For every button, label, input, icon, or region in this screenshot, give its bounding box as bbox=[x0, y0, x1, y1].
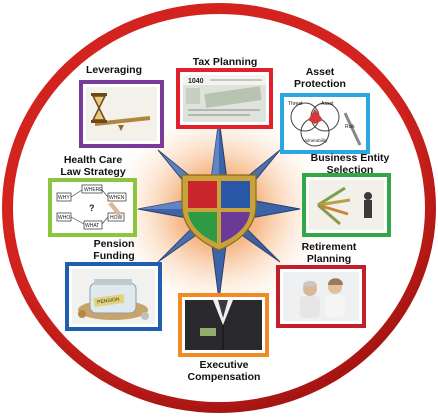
label-executive-compensation-line-1: Executive bbox=[199, 359, 249, 371]
suit-money-icon bbox=[185, 300, 262, 350]
node-leveraging[interactable] bbox=[79, 80, 164, 148]
retired-couple-icon bbox=[283, 272, 359, 321]
venn-label-risk: Risk bbox=[345, 124, 355, 130]
label-tax-planning: Tax Planning bbox=[183, 56, 267, 68]
label-asset-protection-line-2: Protection bbox=[294, 78, 346, 90]
label-business-entity-selection-line-1: Business Entity bbox=[310, 152, 390, 164]
node-tax-planning[interactable]: 1040 bbox=[176, 68, 273, 129]
shield-quadrant-blue bbox=[221, 181, 250, 208]
flow-label-what: WHAT bbox=[85, 223, 99, 229]
label-asset-protection: Asset Protection bbox=[284, 66, 356, 90]
label-executive-compensation: Executive Compensation bbox=[178, 359, 270, 383]
flowchart-icon: WHY WHERE WHEN WHO WHAT HOW ? bbox=[56, 184, 127, 230]
label-leveraging: Leveraging bbox=[74, 64, 154, 76]
label-tax-planning-line-1: Tax Planning bbox=[192, 56, 258, 68]
shield-icon bbox=[181, 174, 257, 251]
arrows-direction-icon bbox=[309, 180, 384, 230]
flow-label-why: WHY bbox=[58, 195, 70, 201]
flow-label-who: WHO bbox=[58, 215, 70, 221]
flow-label-where: WHERE bbox=[84, 187, 103, 193]
venn-label-asset: Asset bbox=[321, 101, 334, 107]
label-retirement-planning-line-2: Planning bbox=[306, 253, 352, 265]
label-health-care-law-strategy: Health Care Law Strategy bbox=[48, 154, 138, 178]
label-executive-compensation-line-2: Compensation bbox=[187, 371, 261, 383]
label-business-entity-selection-line-2: Selection bbox=[326, 164, 374, 176]
node-executive-compensation[interactable] bbox=[178, 293, 269, 357]
node-pension-funding[interactable]: PENSION bbox=[65, 262, 162, 331]
node-retirement-planning[interactable] bbox=[276, 265, 366, 328]
label-retirement-planning-line-1: Retirement bbox=[301, 241, 357, 253]
label-leveraging-line-1: Leveraging bbox=[85, 64, 143, 76]
label-pension-funding-line-1: Pension bbox=[93, 238, 135, 250]
frame-health-care-law-strategy bbox=[48, 178, 137, 237]
svg-text:1040: 1040 bbox=[188, 78, 204, 85]
label-business-entity-selection: Business Entity Selection bbox=[300, 152, 400, 176]
label-retirement-planning: Retirement Planning bbox=[290, 241, 368, 265]
shield-quadrant-purple bbox=[221, 212, 250, 243]
money-jar-icon: PENSION bbox=[72, 269, 155, 324]
label-pension-funding-line-2: Funding bbox=[93, 250, 135, 262]
node-business-entity-selection[interactable] bbox=[302, 173, 391, 237]
label-health-care-law-strategy-line-1: Health Care bbox=[63, 154, 123, 166]
node-health-care-law-strategy[interactable]: WHY WHERE WHEN WHO WHAT HOW ? bbox=[48, 178, 137, 237]
label-asset-protection-line-1: Asset bbox=[305, 66, 335, 78]
flow-label-when: WHEN bbox=[109, 195, 125, 201]
flow-label-question: ? bbox=[89, 203, 95, 213]
venn-label-threat: Threat bbox=[288, 101, 303, 107]
label-health-care-law-strategy-line-2: Law Strategy bbox=[60, 166, 126, 178]
tax-document-icon: 1040 bbox=[183, 75, 266, 122]
hourglass-lever-icon bbox=[86, 87, 157, 141]
shield-quadrant-green bbox=[188, 212, 217, 243]
flow-label-how: HOW bbox=[110, 215, 123, 221]
venn-label-vulnerability: Vulnerability bbox=[303, 138, 328, 143]
venn-diagram-icon: Threat Asset Vulnerability Risk bbox=[288, 101, 362, 147]
shield-quadrant-red bbox=[188, 181, 217, 208]
node-asset-protection[interactable]: Threat Asset Vulnerability Risk bbox=[280, 93, 370, 154]
jar-label-pension: PENSION bbox=[97, 297, 121, 306]
label-pension-funding: Pension Funding bbox=[78, 238, 150, 262]
